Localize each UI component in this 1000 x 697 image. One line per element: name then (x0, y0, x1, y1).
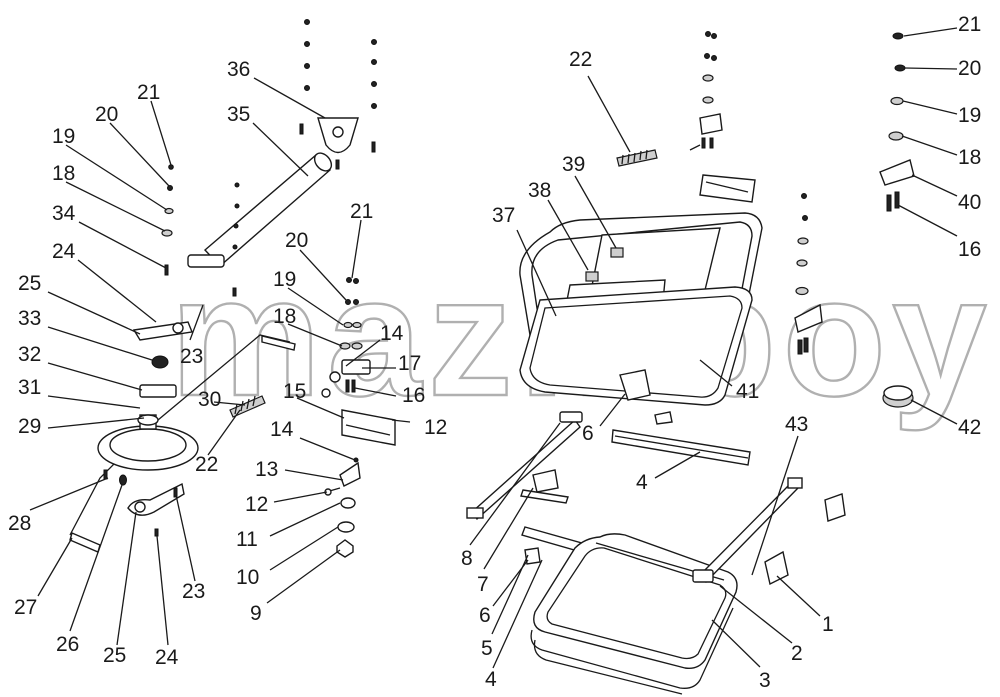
callout-label: 3 (759, 669, 771, 692)
bracket-part-7 (520, 469, 569, 504)
callout-label: 23 (180, 345, 203, 368)
rail-part-4-upper (611, 429, 751, 466)
callout-label: 6 (582, 422, 594, 445)
callout-label: 27 (14, 596, 37, 619)
callout-label: 15 (283, 380, 306, 403)
callout-label: 25 (103, 644, 126, 667)
hinge-bracket-center (689, 31, 756, 203)
callout-label: 14 (380, 322, 404, 345)
callout-label: 22 (195, 453, 218, 476)
callout-label: 36 (227, 58, 250, 81)
callout-label: 34 (52, 202, 76, 225)
callout-label: 32 (18, 343, 41, 366)
frame-ring-part-3 (530, 607, 734, 695)
latch-bracket-part-15 (321, 359, 396, 446)
callout-label: 38 (528, 179, 551, 202)
callout-label: 1 (822, 613, 834, 636)
callout-label: 16 (958, 238, 981, 261)
callout-label: 26 (56, 633, 79, 656)
callout-label: 7 (477, 573, 489, 596)
callout-label: 5 (481, 637, 493, 660)
bracket-part-36 (317, 117, 359, 154)
dome-handle-part-28 (97, 414, 199, 471)
callout-label: 28 (8, 512, 31, 535)
callout-label: 42 (958, 416, 981, 439)
callout-label: 20 (958, 57, 981, 80)
callout-label: 20 (285, 229, 308, 252)
callout-label: 40 (958, 191, 981, 214)
fastener-column-far-right (879, 32, 915, 212)
callout-label: 16 (402, 384, 425, 407)
callout-label: 4 (485, 668, 497, 691)
callout-label: 4 (636, 471, 648, 494)
callout-label: 43 (785, 413, 808, 436)
callout-label: 25 (18, 272, 41, 295)
callout-label: 12 (245, 493, 268, 516)
callout-label: 37 (492, 204, 515, 227)
callout-label: 19 (52, 125, 75, 148)
callout-label: 18 (273, 305, 296, 328)
fastener-column-top (299, 19, 377, 170)
callout-label: 22 (569, 48, 592, 71)
plate-part-32 (139, 384, 177, 398)
callout-label: 12 (424, 416, 447, 439)
callout-label: 6 (479, 604, 491, 627)
callout-label: 20 (95, 103, 118, 126)
seal-frame-part-41 (519, 286, 753, 406)
tube-part-35 (187, 152, 333, 268)
callout-label: 19 (958, 104, 981, 127)
clip-part-6-upper (654, 411, 673, 425)
callout-label: 21 (350, 200, 373, 223)
fastener-column-left (161, 164, 240, 297)
fastener-column-mid (339, 277, 363, 350)
callout-label: 18 (52, 162, 75, 185)
callout-label: 35 (227, 103, 250, 126)
callout-label: 23 (182, 580, 205, 603)
hinge-part-1 (764, 493, 846, 586)
callout-label: 17 (398, 352, 421, 375)
callout-label: 14 (270, 418, 294, 441)
callout-label: 18 (958, 146, 981, 169)
callout-label: 30 (198, 388, 221, 411)
cap-part-42 (882, 385, 914, 408)
hinge-bracket-right (794, 193, 823, 355)
callout-label: 24 (52, 240, 76, 263)
callout-label: 41 (736, 380, 759, 403)
callout-label: 21 (958, 13, 981, 36)
leader-lines (29, 27, 958, 669)
callout-label: 39 (562, 153, 585, 176)
callout-label: 10 (236, 566, 259, 589)
callout-label: 21 (137, 81, 160, 104)
callout-label: 19 (273, 268, 296, 291)
rod-end-part (261, 335, 296, 351)
callout-label: 2 (791, 642, 803, 665)
lever-part-25 (132, 321, 193, 369)
callout-label: 29 (18, 415, 41, 438)
rod-end-part-27 (69, 532, 101, 553)
callout-label: 24 (155, 646, 179, 669)
strut-part-43 (692, 477, 803, 584)
callout-label: 11 (236, 528, 258, 551)
callout-label: 31 (18, 376, 41, 399)
callout-labels: 21 20 19 18 34 24 25 33 32 31 29 28 27 2… (8, 13, 981, 692)
callout-label: 13 (255, 458, 278, 481)
spring-part-22-center (616, 149, 658, 167)
callout-label: 9 (250, 602, 262, 625)
callout-label: 33 (18, 307, 41, 330)
frame-ring-part-2 (533, 533, 738, 670)
callout-label: 8 (461, 547, 473, 570)
